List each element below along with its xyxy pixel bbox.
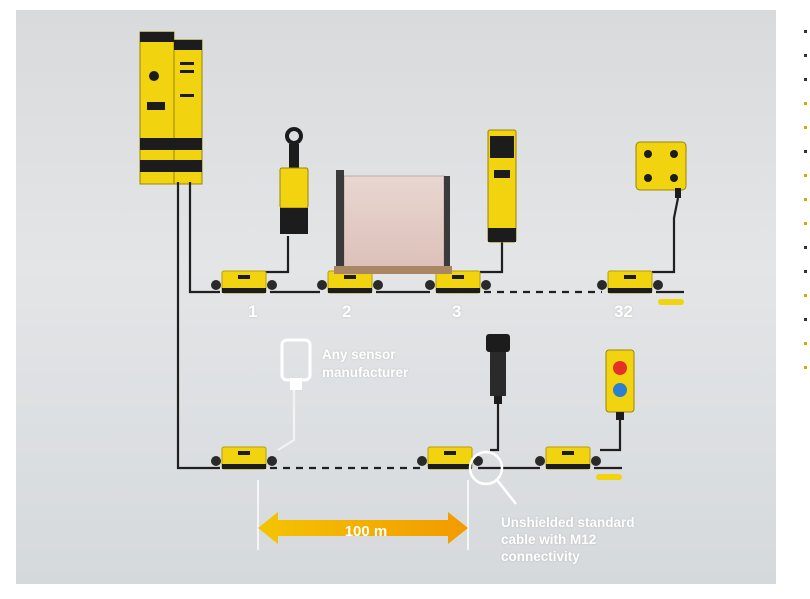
end-plug [658, 299, 684, 305]
bus-module-1 [210, 270, 278, 294]
command-device [605, 349, 635, 420]
bus-module-32 [596, 270, 664, 294]
distance-arrow [258, 512, 468, 544]
bus-module-bottom-3 [534, 446, 602, 470]
rfid-sensor-device [635, 141, 687, 198]
node-number-3: 3 [452, 302, 462, 321]
sensor-cable [277, 390, 296, 451]
node-number-32: 32 [614, 302, 633, 321]
sensor-label-line-1: Any sensor [322, 347, 396, 362]
safety-switch-device [279, 127, 309, 234]
node-number-2: 2 [342, 302, 352, 321]
cable-label-line-2: cable with M12 [501, 532, 597, 547]
m12-connector-device [486, 334, 510, 404]
network-diagram [139, 31, 687, 550]
interlock-switch-device [487, 129, 517, 243]
bus-module-3 [424, 270, 492, 294]
cable-label-line-3: connectivity [501, 549, 580, 564]
node-number-1: 1 [248, 302, 258, 321]
bus-module-bottom-1 [210, 446, 278, 470]
diagram-panel: 1 2 3 32 Any sensor manufacturer 100 m U… [16, 10, 776, 584]
end-plug-bottom [596, 474, 622, 480]
sensor-label: Any sensor manufacturer [322, 346, 452, 382]
light-curtain-device [334, 170, 452, 274]
safety-controller [139, 31, 203, 185]
cable-label-line-1: Unshielded standard [501, 515, 635, 530]
distance-label: 100 m [344, 523, 388, 540]
cable-label: Unshielded standard cable with M12 conne… [501, 514, 691, 565]
magnifier-icon [468, 450, 517, 505]
cropped-text-column [800, 10, 810, 430]
bus-module-2 [316, 270, 384, 294]
sensor-label-line-2: manufacturer [322, 365, 409, 380]
generic-sensor-device [280, 338, 312, 390]
